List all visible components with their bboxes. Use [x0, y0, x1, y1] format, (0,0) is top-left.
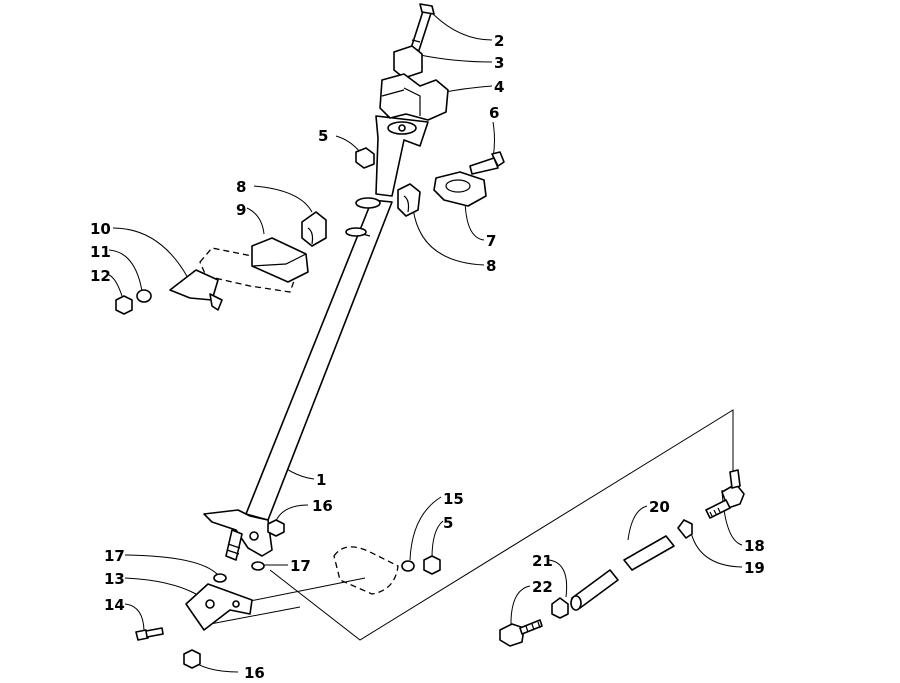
nut-5-lower [423, 555, 441, 575]
handlebar-clamp-upper [379, 3, 449, 121]
washer-17-upper [213, 573, 227, 583]
bolt-6 [469, 151, 505, 175]
pitman-arm-13 [185, 583, 253, 631]
bushing-8-left [301, 211, 327, 247]
nut-12 [115, 295, 133, 315]
clamp-cap [393, 45, 423, 79]
callout-label: 5 [318, 127, 328, 145]
clamp-block-9 [199, 237, 309, 293]
washer-17-lower [251, 561, 265, 571]
callout-label: 17 [104, 547, 125, 565]
callout-label: 5 [443, 514, 453, 532]
shaft-collar [355, 197, 381, 209]
callout-label: 8 [236, 178, 246, 196]
callout-label: 17 [290, 557, 311, 575]
callout-label: 9 [236, 201, 246, 219]
callout-label: 2 [494, 32, 504, 50]
callout-label: 16 [312, 497, 333, 515]
bushing-8-right [397, 183, 421, 217]
callout-label: 15 [443, 490, 464, 508]
steering-shaft [203, 115, 429, 561]
bolt-14 [135, 627, 164, 641]
clamp-block [379, 73, 449, 121]
washer-11 [136, 289, 152, 303]
callout-label: 19 [744, 559, 765, 577]
clamp-7 [433, 171, 487, 207]
callout-labels: 2 3 4 5 6 7 8 8 9 10 11 12 1 16 15 5 17 … [90, 32, 765, 682]
callout-label: 7 [486, 232, 496, 250]
shaft-collar-lower [345, 227, 367, 237]
callout-label: 8 [486, 257, 496, 275]
callout-label: 1 [316, 471, 326, 489]
callout-label: 20 [649, 498, 670, 516]
callout-label: 6 [489, 104, 499, 122]
jam-nut-19 [677, 519, 693, 539]
callout-label: 3 [494, 54, 504, 72]
callout-label: 4 [494, 78, 504, 96]
callout-label: 14 [104, 596, 125, 614]
callout-label: 22 [532, 578, 553, 596]
bracket-10 [169, 269, 223, 311]
tie-rod-21 [570, 569, 619, 611]
tie-rod-end-18 [705, 469, 745, 519]
washer-15 [401, 560, 415, 572]
upper-mount-plate [375, 115, 429, 197]
dashed-plate-outline [333, 546, 399, 595]
jam-nut-22 [551, 597, 569, 619]
callout-label: 18 [744, 537, 765, 555]
tie-rod-sleeve-20 [623, 535, 675, 571]
callout-label: 12 [90, 267, 111, 285]
nut-5-upper [355, 147, 375, 169]
callout-label: 10 [90, 220, 111, 238]
nut-16-upper [267, 519, 285, 537]
callout-label: 21 [532, 552, 553, 570]
tie-rod-end-22 [499, 619, 543, 647]
callout-label: 13 [104, 570, 125, 588]
callout-label: 16 [244, 664, 265, 682]
callout-label: 11 [90, 243, 111, 261]
nut-16-lower [183, 649, 201, 669]
